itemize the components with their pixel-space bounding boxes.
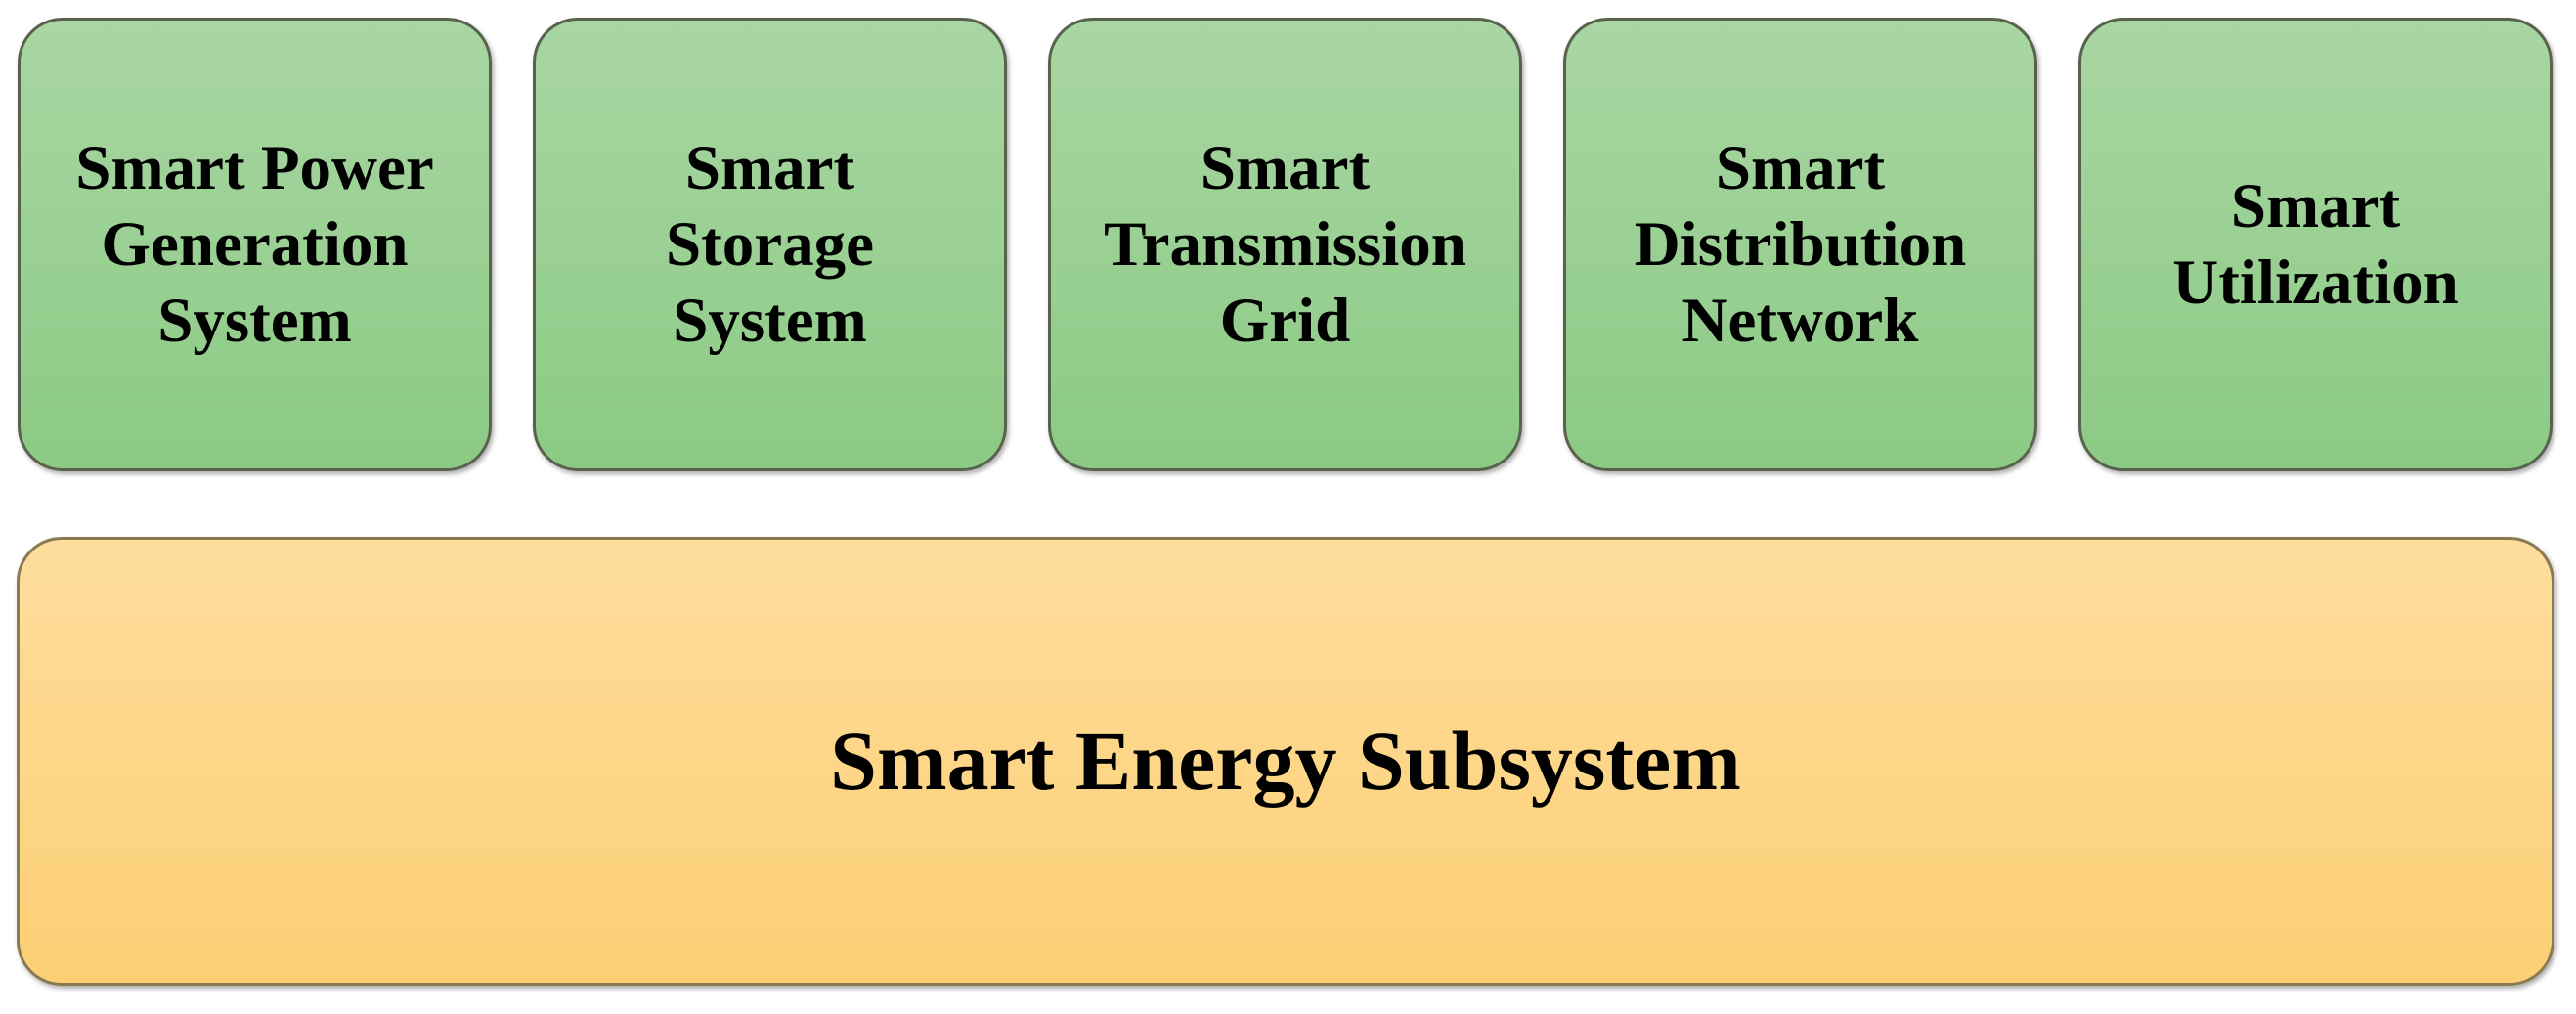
box-label-smart-transmission-grid: Smart Transmission Grid [1104,133,1466,356]
box-label-smart-energy-subsystem: Smart Energy Subsystem [830,713,1741,808]
box-smart-power-generation-system: Smart Power Generation System [18,18,492,471]
box-smart-energy-subsystem: Smart Energy Subsystem [17,537,2554,986]
box-smart-distribution-network: Smart Distribution Network [1563,18,2037,471]
box-label-smart-utilization: Smart Utilization [2172,171,2459,318]
box-label-smart-storage-system: Smart Storage System [666,133,874,356]
box-label-smart-distribution-network: Smart Distribution Network [1634,133,1967,356]
box-smart-storage-system: Smart Storage System [533,18,1007,471]
box-smart-utilization: Smart Utilization [2078,18,2553,471]
box-smart-transmission-grid: Smart Transmission Grid [1048,18,1522,471]
box-label-smart-power-generation-system: Smart Power Generation System [75,133,434,356]
